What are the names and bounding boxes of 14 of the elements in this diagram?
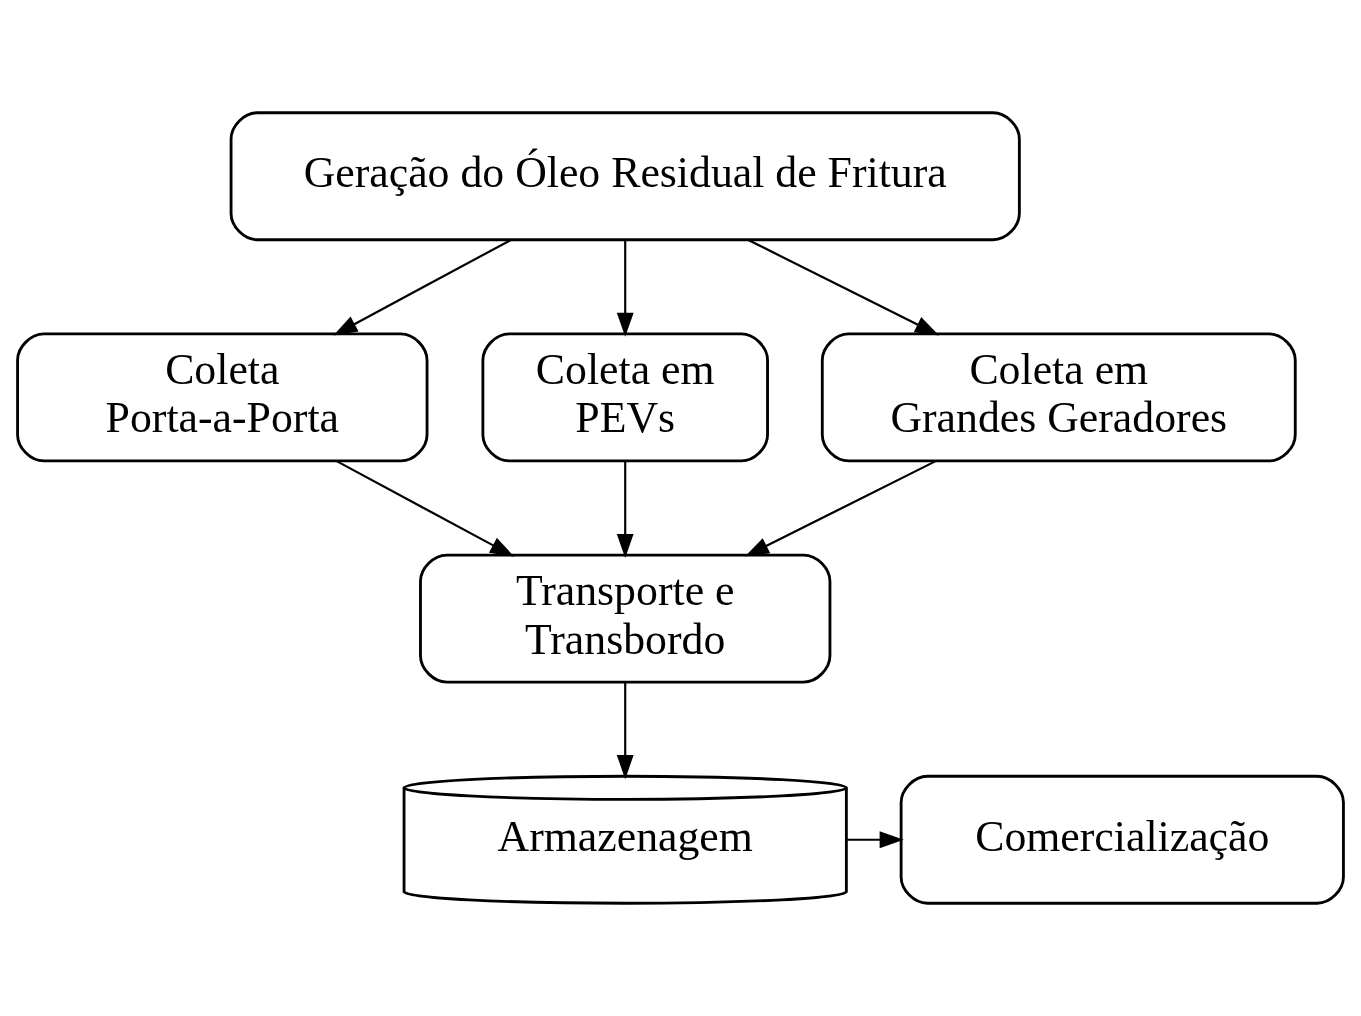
arrow <box>616 461 634 559</box>
node-box: Geração do Óleo Residual de Fritura <box>229 111 1021 242</box>
node-box: Coleta Porta-a-Porta <box>16 332 429 463</box>
node-box: Comercialização <box>899 774 1345 905</box>
arrow <box>333 239 512 336</box>
arrow <box>616 682 634 780</box>
arrow <box>747 239 940 336</box>
node-box: Transporte e Transbordo <box>419 553 832 684</box>
arrow <box>616 240 634 337</box>
arrow <box>846 831 904 849</box>
arrow <box>744 460 937 557</box>
node-box: Coleta em PEVs <box>481 332 769 463</box>
arrow <box>336 460 515 557</box>
node-box: Coleta em Grandes Geradores <box>820 332 1297 463</box>
